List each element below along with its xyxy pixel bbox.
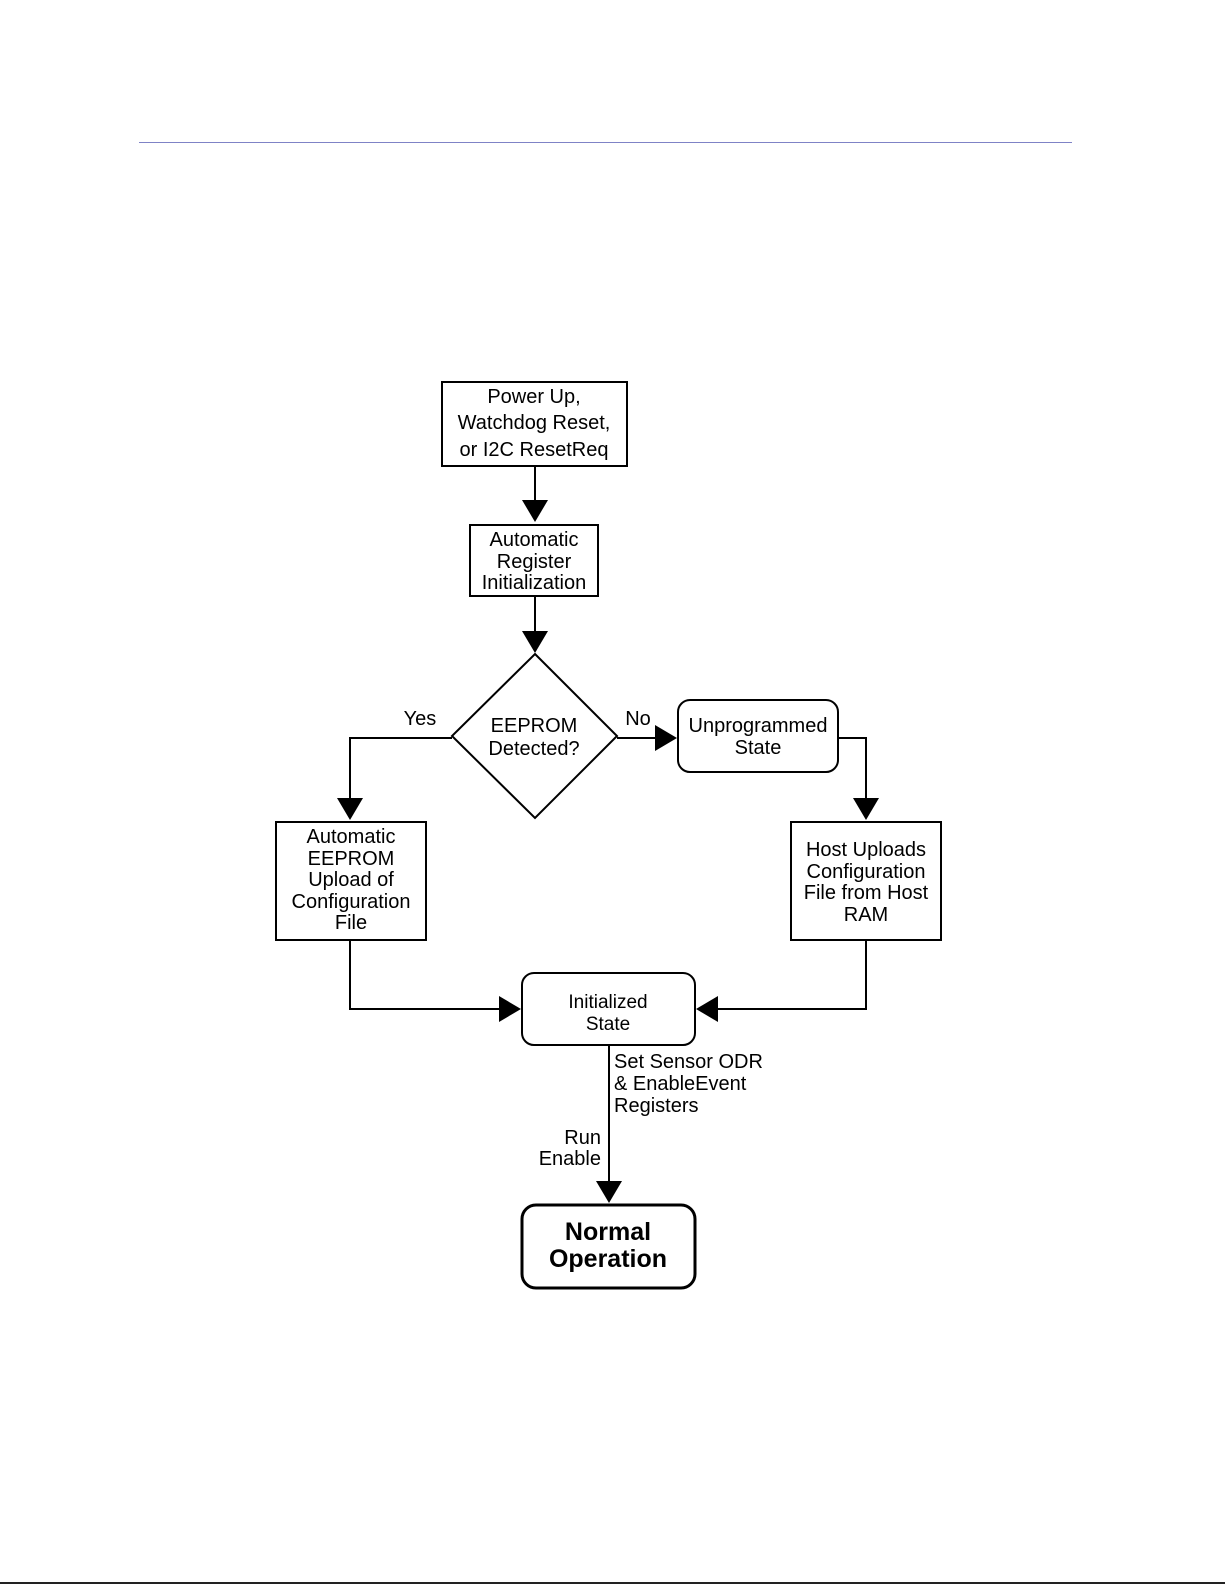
node-decision-line1: EEPROM <box>491 715 578 737</box>
node-initialized-state: Initialized State <box>522 973 695 1045</box>
node-start-line3: or I2C ResetReq <box>460 439 609 461</box>
edge-eeprom-upload-to-initialized <box>350 940 519 1009</box>
node-decision: EEPROM Detected? <box>452 654 617 818</box>
no-label: No <box>625 708 651 730</box>
set-registers-label: Set Sensor ODR & EnableEvent Registers <box>614 1051 763 1117</box>
node-normal-operation: Normal Operation <box>522 1205 695 1288</box>
node-host-upload-line4: RAM <box>844 904 888 926</box>
node-initialized-line2: State <box>586 1014 630 1035</box>
node-eeprom-upload-line3: Upload of <box>308 869 394 891</box>
node-register-init: Automatic Register Initialization <box>470 525 598 596</box>
node-unprogrammed-line1: Unprogrammed <box>689 715 828 737</box>
node-normal-line1: Normal <box>565 1218 651 1246</box>
run-enable-line2: Enable <box>539 1148 601 1170</box>
set-registers-line3: Registers <box>614 1095 698 1117</box>
node-start-line2: Watchdog Reset, <box>458 412 611 434</box>
run-enable-label: Run Enable <box>539 1127 601 1170</box>
edges <box>350 466 866 1201</box>
node-eeprom-upload-line5: File <box>335 912 367 934</box>
node-register-init-line2: Register <box>497 551 572 573</box>
node-register-init-line1: Automatic <box>490 529 579 551</box>
run-enable-line1: Run <box>564 1127 601 1149</box>
edge-decision-yes <box>350 738 452 818</box>
node-unprogrammed-line2: State <box>735 737 782 759</box>
node-eeprom-upload: Automatic EEPROM Upload of Configuration… <box>276 822 426 940</box>
node-host-upload: Host Uploads Configuration File from Hos… <box>791 822 941 940</box>
yes-label: Yes <box>404 708 437 730</box>
node-eeprom-upload-line4: Configuration <box>292 891 411 913</box>
node-eeprom-upload-line1: Automatic <box>307 826 396 848</box>
node-host-upload-line3: File from Host <box>804 882 929 904</box>
edge-unprogrammed-to-host-upload <box>838 738 866 818</box>
node-start: Power Up, Watchdog Reset, or I2C ResetRe… <box>442 382 627 466</box>
set-registers-line1: Set Sensor ODR <box>614 1051 763 1073</box>
set-registers-line2: & EnableEvent <box>614 1073 747 1095</box>
node-initialized-line1: Initialized <box>568 992 647 1013</box>
node-host-upload-line2: Configuration <box>807 861 926 883</box>
footer-rule <box>0 1582 1225 1584</box>
node-register-init-line3: Initialization <box>482 572 587 594</box>
node-normal-line2: Operation <box>549 1245 667 1273</box>
node-unprogrammed-state: Unprogrammed State <box>678 700 838 772</box>
node-decision-line2: Detected? <box>488 738 579 760</box>
node-eeprom-upload-line2: EEPROM <box>308 848 395 870</box>
edge-host-upload-to-initialized <box>698 940 866 1009</box>
node-host-upload-line1: Host Uploads <box>806 839 926 861</box>
node-start-line1: Power Up, <box>487 386 580 408</box>
